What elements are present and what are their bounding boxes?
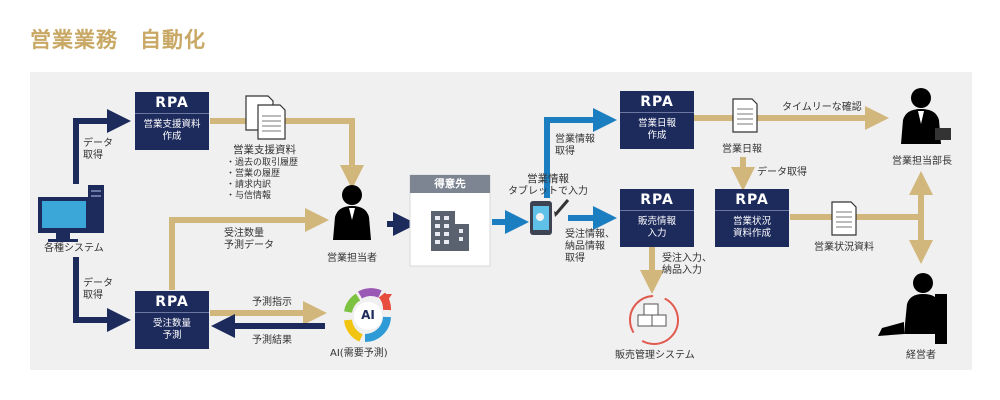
sales-info-line2: タブレットで入力 [508, 186, 588, 197]
rpa-label: RPA [620, 189, 694, 211]
edge-order-input-1: 受注入力、 [662, 253, 712, 264]
sales-system-icon [629, 295, 679, 345]
arrow-tablet-to-rpa-daily [544, 108, 617, 198]
daily-report-doc-icon [732, 98, 758, 133]
arrow-systems-to-rpa-support [73, 109, 131, 184]
sales-system-label: 販売管理システム [615, 350, 695, 361]
rpa-order-line2: 予測 [162, 330, 182, 341]
manager-icon [901, 88, 951, 144]
client-header [410, 175, 490, 193]
status-doc-label: 営業状況資料 [814, 242, 874, 253]
edge-data-get-top-1: データ [83, 138, 113, 149]
edge-data-get-top-2: 取得 [83, 150, 103, 161]
rpa-daily-line1: 営業日報 [637, 118, 676, 129]
support-doc-item-4: ・与信情報 [226, 191, 272, 201]
manager-label: 営業担当部長 [892, 156, 952, 167]
edge-sales-info-get-1: 営業情報 [555, 134, 595, 145]
edge-data-get-bottom-1: データ [83, 278, 113, 289]
rpa-label: RPA [715, 189, 789, 211]
support-doc-item-2: ・営業の履歴 [226, 169, 281, 179]
rpa-status-line2: 資料作成 [732, 228, 771, 239]
ai-badge: AI [361, 308, 375, 322]
rpa-sales-input[interactable]: RPA 販売情報 入力 [620, 189, 694, 247]
edge-data-get-right: データ取得 [757, 167, 807, 178]
document-stack-icon [245, 95, 286, 140]
arrow-systems-to-rpa-order [73, 257, 131, 332]
rpa-support-docs[interactable]: RPA 営業支援資料 作成 [135, 92, 209, 150]
computer-icon [38, 185, 104, 242]
support-doc-item-3: ・請求内訳 [226, 180, 272, 190]
rpa-daily-report[interactable]: RPA 営業日報 作成 [620, 91, 694, 149]
edge-sales-info-get-2: 取得 [555, 146, 575, 157]
diagram-canvas: RPA 営業支援資料 作成 RPA 受注数量 予測 RPA 営業日報 作成 RP… [30, 72, 972, 370]
status-doc-icon [831, 201, 857, 236]
ai-ring-icon [344, 288, 392, 343]
support-docs-title: 営業支援資料 [233, 144, 296, 156]
edge-forecast-instruction: 予測指示 [252, 297, 292, 308]
ai-center [354, 302, 382, 330]
diagram-arrows [38, 88, 951, 345]
edge-order-sales-info-2: 納品情報 [565, 241, 605, 252]
rpa-status-docs[interactable]: RPA 営業状況 資料作成 [715, 189, 789, 247]
ai-label: AI(需要予測) [330, 348, 388, 359]
rpa-sales-line1: 販売情報 [637, 216, 676, 227]
edge-order-sales-info-1: 受注情報、 [565, 229, 615, 240]
daily-report-label: 営業日報 [722, 144, 762, 155]
rpa-status-line1: 営業状況 [732, 216, 771, 227]
rpa-support-line2: 作成 [162, 131, 182, 142]
support-doc-item-1: ・過去の取引履歴 [226, 158, 299, 168]
executive-icon [878, 273, 947, 344]
sales-info-line1: 営業情報 [527, 173, 569, 185]
sales-rep-label: 営業担当者 [327, 253, 377, 264]
rpa-order-forecast[interactable]: RPA 受注数量 予測 [135, 291, 209, 349]
executive-label: 経営者 [906, 350, 936, 361]
edge-forecast-data-1: 受注数量 [224, 228, 264, 239]
building-icon [431, 211, 469, 251]
arrow-forecast-data [169, 208, 329, 290]
edge-timely-check: タイムリーな確認 [782, 102, 862, 113]
client-label: 得意先 [434, 178, 466, 190]
edge-order-sales-info-3: 取得 [565, 253, 585, 264]
sales-rep-icon [333, 185, 371, 240]
rpa-daily-line2: 作成 [647, 130, 667, 141]
rpa-label: RPA [620, 91, 694, 113]
page-title: 営業業務 自動化 [30, 28, 206, 52]
rpa-order-line1: 受注数量 [152, 318, 191, 329]
rpa-label: RPA [135, 291, 209, 313]
systems-label: 各種システム [44, 243, 104, 254]
edge-forecast-data-2: 予測データ [224, 240, 274, 251]
rpa-label: RPA [135, 92, 209, 114]
edge-forecast-result: 予測結果 [252, 335, 292, 346]
edge-data-get-bottom-2: 取得 [83, 290, 103, 301]
rpa-support-line1: 営業支援資料 [143, 119, 201, 130]
rpa-sales-line2: 入力 [647, 228, 667, 239]
tablet-icon [530, 199, 570, 235]
edge-order-input-2: 納品入力 [662, 265, 702, 276]
